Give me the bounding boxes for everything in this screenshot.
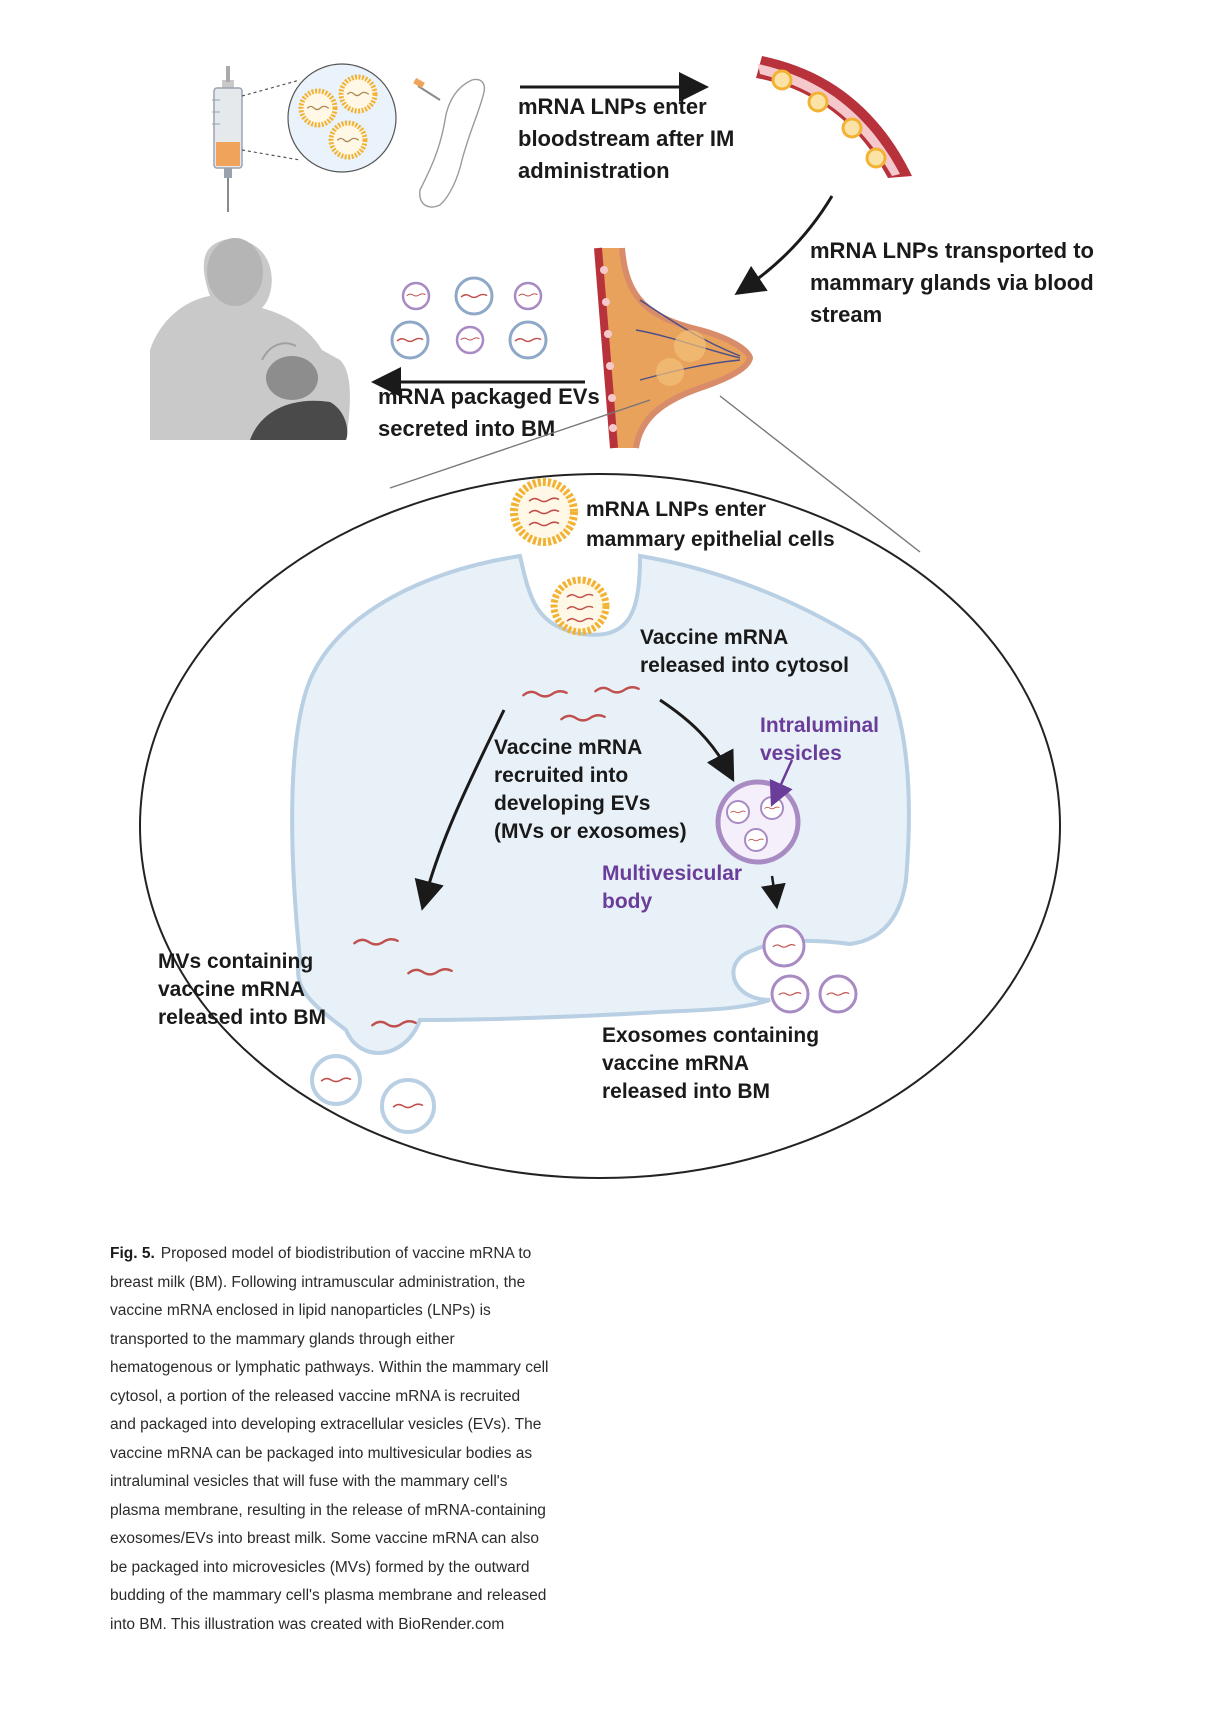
vesicle-icon	[508, 320, 548, 360]
label-multivesicular: Multivesicular body	[602, 862, 748, 913]
label-lnps-enter-cells: mRNA LNPs enter mammary epithelial cells	[586, 498, 835, 551]
vesicle-icon	[455, 325, 485, 355]
figure-caption: Fig. 5.Proposed model of biodistribution…	[110, 1240, 550, 1639]
vesicle-icon	[310, 1054, 362, 1106]
lnp-icon	[298, 88, 338, 128]
lnp-icon	[338, 74, 378, 114]
vesicle-icon	[818, 974, 858, 1014]
vesicle-icon	[744, 828, 768, 852]
vesicle-icon	[454, 276, 494, 316]
caption-text: Proposed model of biodistribution of vac…	[110, 1245, 549, 1633]
lnp-zoom-circle	[287, 63, 397, 173]
multivesicular-body	[715, 779, 801, 865]
vesicle-icon	[401, 281, 431, 311]
arrow-to-exosome-release	[760, 875, 786, 910]
label-intraluminal: Intraluminal vesicles	[760, 714, 885, 765]
mother-infant-icon	[150, 238, 350, 440]
figure: mRNA LNPs enter bloodstream after IM adm…	[139, 56, 1100, 1179]
label-evs-secreted: mRNA packaged EVs secreted into BM	[378, 384, 606, 441]
lnp-icon	[510, 478, 578, 546]
arrow-intraluminal	[769, 759, 794, 807]
vesicle-icon	[760, 796, 784, 820]
ev-cluster	[390, 276, 548, 360]
vesicle-icon	[726, 800, 750, 824]
label-exosomes-released: Exosomes containing vaccine mRNA release…	[602, 1024, 825, 1103]
arm-icon	[413, 77, 486, 208]
vesicle-icon	[380, 1078, 436, 1134]
lnp-icon	[328, 120, 368, 160]
breast-tissue-icon	[594, 247, 754, 449]
figure-label: Fig. 5.	[110, 1245, 155, 1262]
label-mrna-released: Vaccine mRNA released into cytosol	[640, 626, 849, 677]
vesicle-icon	[770, 974, 810, 1014]
vesicle-icon	[390, 320, 430, 360]
label-mvs-released: MVs containing vaccine mRNA released int…	[158, 950, 326, 1029]
label-lnps-transported: mRNA LNPs transported to mammary glands …	[810, 238, 1100, 327]
arrow-to-mammary	[734, 195, 834, 295]
exosome-bud	[762, 924, 806, 968]
blood-vessel-icon	[756, 56, 912, 178]
arrow-to-mvb	[659, 698, 735, 782]
syringe-icon	[212, 66, 243, 212]
vesicle-icon	[513, 281, 543, 311]
label-mrna-recruited: Vaccine mRNA recruited into developing E…	[494, 736, 687, 843]
mammary-cell	[290, 553, 911, 1055]
label-lnps-enter-bloodstream: mRNA LNPs enter bloodstream after IM adm…	[518, 94, 741, 183]
arrow-to-mvs	[414, 709, 506, 911]
lnp-endocytosed	[550, 576, 610, 636]
